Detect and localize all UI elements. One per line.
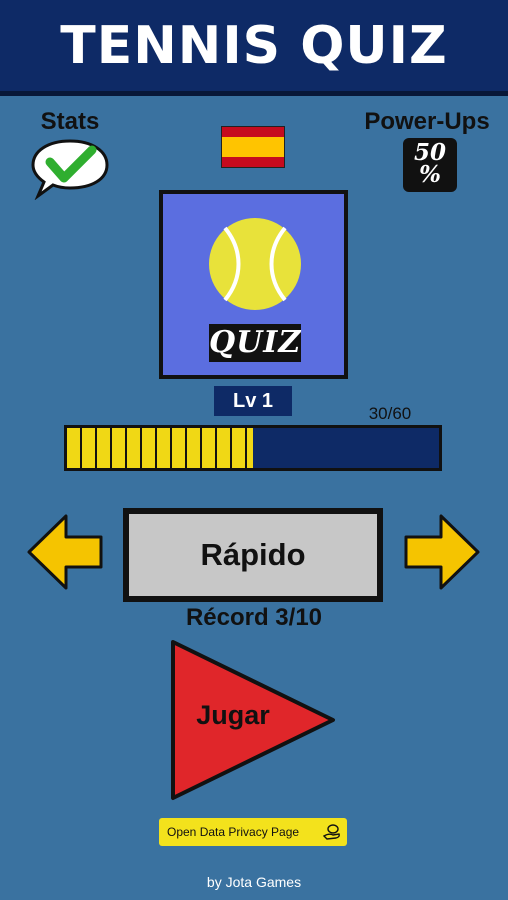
stats-checkmark-icon[interactable] <box>30 138 110 200</box>
powerups-label: Power-Ups <box>364 108 490 135</box>
game-mode-label: Rápido <box>129 514 377 596</box>
privacy-hand-icon <box>323 824 340 840</box>
flag-stripe-bottom <box>222 157 284 167</box>
fifty-percent-powerup-button[interactable]: 50 % <box>403 138 457 192</box>
play-button[interactable] <box>168 638 338 802</box>
flag-stripe-middle <box>222 137 284 157</box>
progress-fill <box>67 428 253 468</box>
powerup-badge-number: 50 <box>413 139 446 166</box>
play-button-label[interactable]: Jugar <box>196 700 270 730</box>
arrow-right-icon[interactable] <box>403 513 481 591</box>
progress-count: 30/60 <box>368 404 412 423</box>
quiz-category-card[interactable]: QUIZ <box>159 190 348 379</box>
quiz-label: QUIZ <box>209 324 302 362</box>
tennis-ball-icon <box>209 218 301 310</box>
app-title: TENNIS QUIZ <box>60 15 448 76</box>
level-progress-bar <box>64 425 442 471</box>
header-bar: TENNIS QUIZ <box>0 0 508 96</box>
powerup-badge-percent: % <box>419 161 441 188</box>
footer-credit: by Jota Games <box>206 874 302 890</box>
flag-stripe-top <box>222 127 284 137</box>
privacy-page-label: Open Data Privacy Page <box>167 825 300 839</box>
privacy-page-button[interactable]: Open Data Privacy Page <box>159 818 347 846</box>
game-mode-selector[interactable]: Rápido <box>123 508 383 602</box>
spain-flag-icon[interactable] <box>221 126 285 168</box>
level-badge: Lv 1 <box>214 386 292 416</box>
record-score: Récord 3/10 <box>185 604 323 631</box>
arrow-left-icon[interactable] <box>26 513 104 591</box>
stats-label: Stats <box>40 108 100 135</box>
